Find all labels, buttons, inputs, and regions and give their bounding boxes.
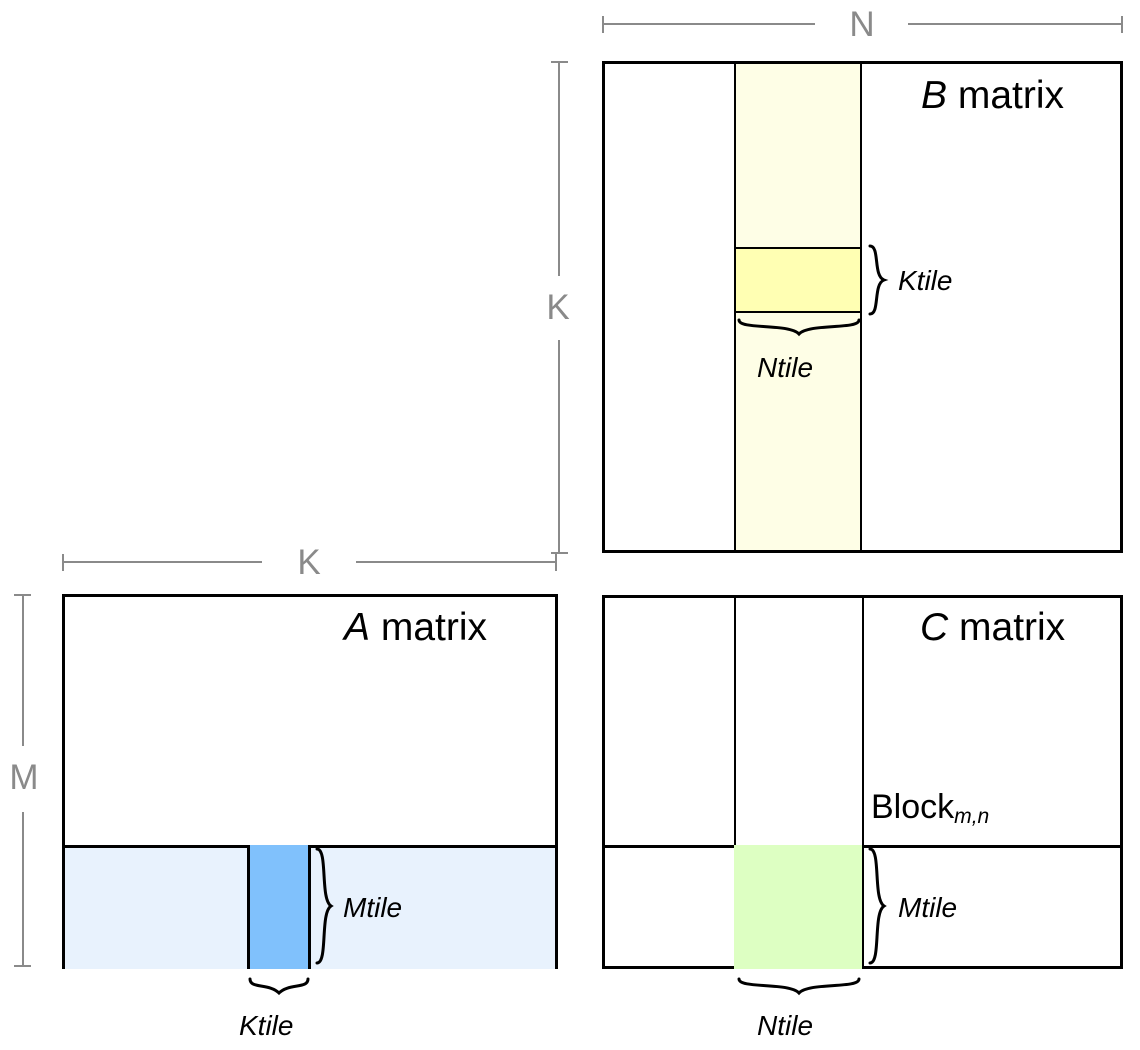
a-mtile-label: Mtile	[343, 892, 403, 923]
b-ktile-label: Ktile	[898, 265, 953, 296]
k-horizontal-right-cap	[555, 554, 557, 571]
c-matrix-word: matrix	[959, 606, 1066, 649]
c-matrix-title: C matrix	[920, 606, 1065, 650]
a-matrix-word: matrix	[380, 606, 488, 649]
n-dimension-line-right	[908, 23, 1121, 25]
b-matrix-word: matrix	[957, 74, 1065, 117]
m-dimension-label: M	[9, 758, 39, 797]
k-horizontal-label: K	[297, 543, 321, 582]
block-label-subscript: m,n	[954, 805, 990, 829]
n-dimension-line-left	[602, 23, 815, 25]
b-matrix-box	[602, 61, 1123, 553]
a-matrix-title: A matrix	[344, 606, 487, 650]
k-vertical-label: K	[546, 288, 570, 327]
a-matrix-box	[62, 594, 558, 969]
c-matrix-column-divider-right	[862, 598, 864, 966]
a-mtile-brace	[315, 847, 341, 965]
m-dimension-line-bottom	[22, 812, 24, 966]
k-horizontal-line-right	[356, 561, 556, 563]
c-matrix-box	[602, 595, 1123, 969]
b-matrix-title: B matrix	[921, 74, 1064, 118]
c-ntile-label: Ntile	[757, 1010, 814, 1041]
m-dimension-line-top	[22, 594, 24, 746]
c-matrix-block-label: Blockm,n	[871, 788, 990, 829]
n-dimension-label: N	[849, 5, 875, 44]
a-matrix-ktile-tile	[247, 845, 311, 969]
c-mtile-brace	[868, 847, 894, 965]
c-matrix-row-divider	[605, 845, 1120, 848]
c-matrix-column-divider-left	[734, 598, 736, 966]
a-ktile-brace	[248, 977, 310, 1003]
c-matrix-output-tile	[734, 845, 862, 969]
m-dimension-bottom-cap	[14, 965, 31, 967]
k-horizontal-line-left	[62, 561, 262, 563]
c-matrix-letter: C	[920, 606, 949, 649]
n-dimension-right-cap	[1121, 16, 1123, 33]
b-ntile-label: Ntile	[757, 352, 814, 383]
k-vertical-line-bottom	[558, 340, 560, 553]
b-ktile-brace	[868, 244, 894, 316]
b-matrix-ktile-tile	[734, 247, 862, 313]
c-mtile-label: Mtile	[898, 892, 958, 923]
a-matrix-letter: A	[344, 606, 371, 649]
k-vertical-line-top	[558, 61, 560, 276]
b-matrix-letter: B	[921, 74, 948, 117]
k-vertical-bottom-cap	[551, 552, 568, 554]
b-ntile-brace	[737, 318, 861, 344]
a-ktile-label: Ktile	[239, 1010, 294, 1041]
c-ntile-brace	[737, 977, 861, 1003]
block-label-text: Block	[871, 788, 955, 826]
